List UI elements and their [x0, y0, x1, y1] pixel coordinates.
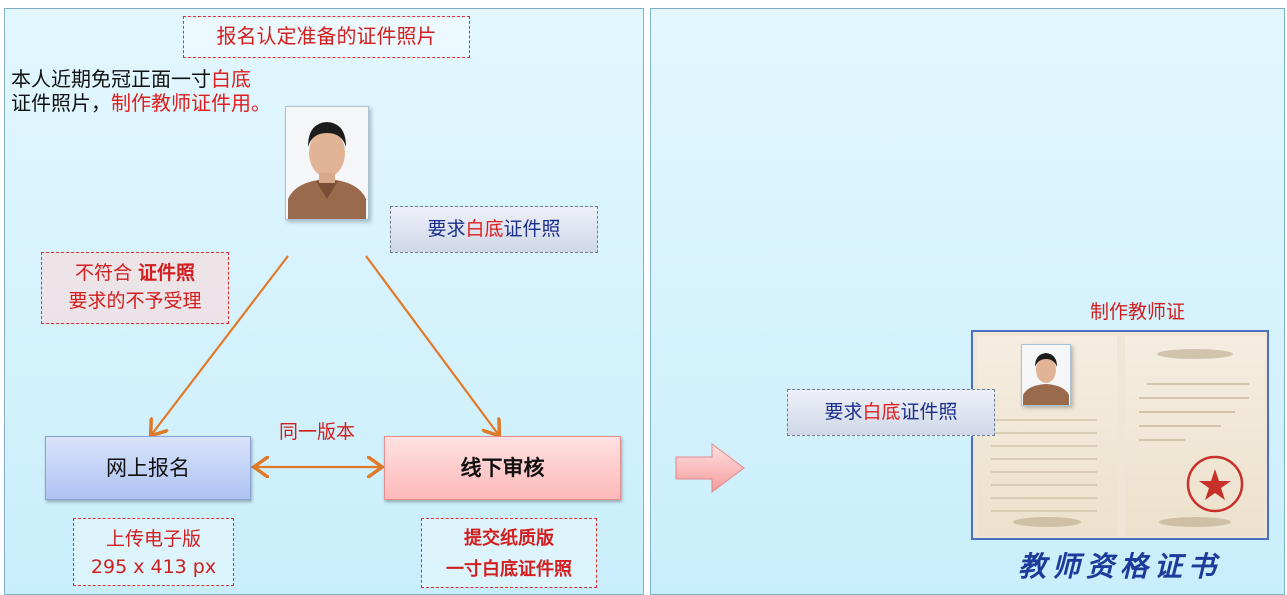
reject-note: 不符合 证件照 要求的不予受理	[41, 252, 229, 324]
callout-highlight: 白底	[465, 218, 504, 240]
cert-callout-text-a: 要求	[824, 401, 863, 423]
cert-callout-text-c: 证件照	[900, 401, 958, 423]
requirement-callout: 要求白底证件照	[390, 206, 598, 253]
intro-highlight-white-bg: 白底	[211, 67, 251, 91]
cert-title: 制作教师证	[1090, 301, 1186, 323]
arrow-photo-to-offline	[365, 255, 498, 434]
submit-note: 提交纸质版 一寸白底证件照	[421, 518, 597, 588]
cert-left-page-graphic	[991, 419, 1097, 527]
cert-portrait-photo	[1021, 344, 1071, 406]
intro-line1: 本人近期免冠正面一寸	[11, 67, 211, 91]
intro-highlight-purpose: 制作教师证件用。	[111, 91, 271, 115]
certificate-image	[971, 330, 1269, 540]
reject-note-line1: 不符合	[74, 262, 139, 284]
submit-note-line2: 一寸白底证件照	[446, 559, 572, 580]
submit-note-line1: 提交纸质版	[464, 528, 554, 549]
upload-note-line1: 上传电子版	[105, 528, 201, 550]
panel-title-box: 报名认定准备的证件照片	[183, 16, 470, 58]
portrait-icon	[286, 107, 368, 219]
callout-text-a: 要求	[427, 218, 466, 240]
node-offline-review: 线下审核	[384, 436, 621, 500]
node-online-registration: 网上报名	[45, 436, 251, 500]
right-arrow-icon	[675, 443, 745, 493]
reject-note-line2: 要求的不予受理	[68, 290, 202, 312]
cert-portrait-icon	[1022, 345, 1070, 405]
intro-text: 本人近期免冠正面一寸白底 证件照片，制作教师证件用。	[11, 67, 271, 115]
cert-right-page-graphic	[1139, 349, 1249, 527]
panel-title: 报名认定准备的证件照片	[216, 24, 437, 48]
reject-note-emphasis: 证件照	[138, 262, 196, 284]
cert-requirement-callout: 要求白底证件照	[787, 389, 995, 436]
callout-text-c: 证件照	[503, 218, 561, 240]
intro-line2: 证件照片，	[11, 91, 111, 115]
cert-right-page	[1125, 336, 1265, 536]
portrait-photo	[285, 106, 369, 220]
edge-label: 同一版本	[279, 421, 356, 443]
upload-note-size: 295 x 413 px	[90, 556, 217, 578]
official-seal	[1186, 455, 1244, 513]
upload-note: 上传电子版 295 x 413 px	[73, 518, 234, 586]
arrow-photo-to-online	[152, 255, 289, 434]
cert-caption: 教师资格证书	[1017, 550, 1222, 583]
cert-callout-highlight: 白底	[862, 401, 901, 423]
